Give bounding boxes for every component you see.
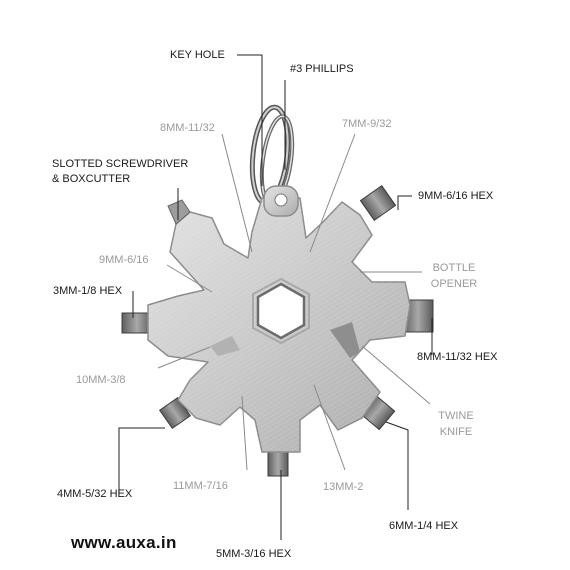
leader-11mm	[241, 395, 248, 471]
label-8mm-11-32-hex: 8MM-11/32 HEX	[417, 351, 498, 363]
label-9mm-6-16-hex: 9MM-6/16 HEX	[418, 190, 494, 202]
label-7mm-9-32: 7MM-9/32	[342, 118, 392, 130]
hex-bits	[121, 185, 434, 477]
label-8mm-11-32-top: 8MM-11/32	[160, 122, 215, 134]
leader-13mm	[313, 384, 346, 471]
leader-lines	[118, 54, 433, 540]
label-5mm-3-16-hex: 5MM-3/16 HEX	[216, 548, 292, 560]
leader-9mm-hex	[397, 195, 412, 210]
label-6mm-1-4-hex: 6MM-1/4 HEX	[389, 520, 459, 532]
website-watermark: www.auxa.in	[71, 533, 177, 552]
leader-twine	[361, 345, 431, 405]
leader-key-hole	[237, 54, 263, 186]
label-9mm-6-16: 9MM-6/16	[99, 254, 149, 266]
label-11mm-7-16: 11MM-7/16	[173, 480, 228, 492]
leader-7mm	[309, 133, 356, 253]
label-bottle-line2: OPENER	[430, 278, 478, 290]
label-13mm-2: 13MM-2	[323, 481, 364, 493]
leader-4mm-hex	[118, 427, 165, 495]
label-twine-line2: KNIFE	[439, 426, 473, 438]
label-twine-line1: TWINE	[438, 410, 474, 422]
snowflake-body	[147, 185, 411, 453]
label-3mm-1-8-hex: 3MM-1/8 HEX	[53, 285, 123, 297]
leader-8mm-top	[221, 133, 253, 253]
label-bottle-line1: BOTTLE	[432, 262, 476, 274]
leader-9mm	[166, 264, 213, 293]
label-10mm-3-8: 10MM-3/8	[76, 374, 126, 386]
label-phillips: #3 PHILLIPS	[290, 63, 354, 75]
leader-10mm	[157, 346, 211, 369]
label-slotted-line2: & BOXCUTTER	[52, 173, 131, 185]
label-4mm-5-32-hex: 4MM-5/32 HEX	[57, 488, 133, 500]
label-key-hole: KEY HOLE	[170, 49, 225, 61]
leader-6mm-hex	[385, 421, 409, 510]
label-slotted-line1: SLOTTED SCREWDRIVER	[52, 158, 189, 170]
